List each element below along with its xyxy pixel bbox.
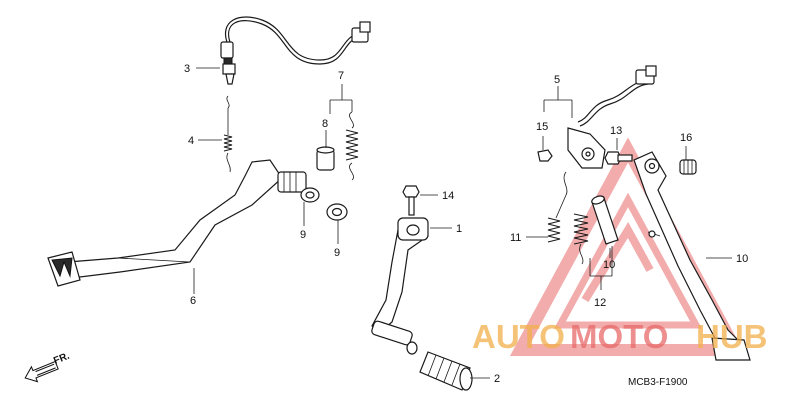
arrow-icon	[24, 360, 59, 383]
bolt	[402, 185, 420, 216]
stand-collar	[591, 195, 619, 245]
watermark-moto: MOTO	[570, 318, 668, 355]
callout-17: 16	[680, 132, 692, 144]
direction-label: FR.	[52, 351, 71, 367]
callout-1: 1	[456, 223, 462, 235]
side-stand	[633, 151, 751, 361]
callout-15: 14	[442, 190, 454, 202]
diagram-code: MCB3-F1900	[628, 377, 688, 388]
callout-2: 2	[494, 373, 500, 385]
pivot-bolt	[604, 151, 633, 165]
side-stand-switch	[537, 65, 657, 169]
washer-upper	[300, 187, 320, 203]
gearshift-pedal	[371, 217, 429, 355]
watermark-hub: HUB	[696, 318, 768, 355]
callout-4: 4	[188, 135, 194, 147]
pivot-nut	[679, 159, 697, 175]
callout-8: 8	[322, 118, 328, 130]
callout-10: 10	[736, 253, 748, 265]
callout-9-lower: 9	[334, 247, 340, 259]
callout-16: 15	[536, 121, 548, 133]
stand-spring-outer	[547, 171, 568, 243]
callouts: 3 4 6 7 8 9 9 14 1 2 5 15 13 16 11 10 12…	[184, 63, 748, 385]
callout-9-upper: 9	[300, 229, 306, 241]
brake-switch-assembly	[220, 16, 371, 85]
washer-lower	[326, 203, 348, 221]
callout-5: 5	[554, 74, 560, 86]
gearshift-pedal-rubber	[419, 351, 473, 391]
callout-7: 7	[338, 70, 344, 82]
leader-lines	[193, 67, 732, 379]
stand-spring-inner	[573, 213, 589, 265]
callout-12: 11	[510, 232, 521, 244]
callout-11: 10	[603, 259, 615, 271]
watermark-text: AUTO MOTO HUB	[472, 318, 768, 355]
callout-13: 12	[594, 297, 606, 309]
return-spring	[345, 111, 359, 181]
front-direction-indicator: FR.	[24, 351, 71, 383]
brake-pedal	[47, 159, 307, 287]
watermark-auto: AUTO	[472, 318, 565, 355]
callout-14: 13	[610, 125, 622, 137]
brake-switch-spring	[223, 95, 233, 173]
callout-3: 3	[184, 63, 190, 75]
collar	[316, 146, 335, 171]
callout-6: 6	[190, 295, 196, 307]
